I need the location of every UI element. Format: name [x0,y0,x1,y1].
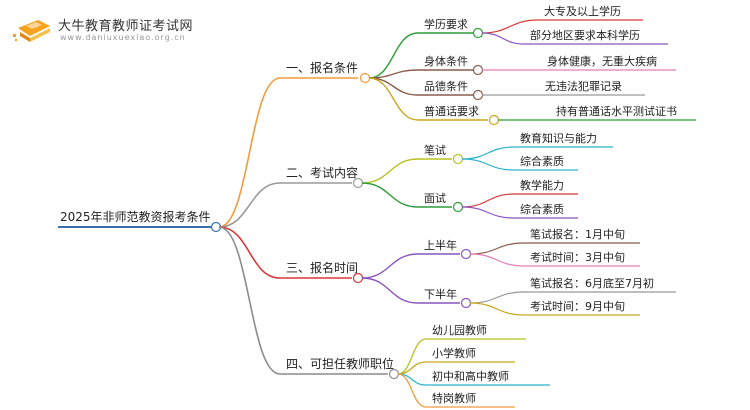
leaf-connector [461,206,515,219]
site-logo [12,12,58,46]
sub-branch-label[interactable]: 普通话要求 [424,104,479,118]
root-node-label[interactable]: 2025年非师范教资报考条件 [60,209,211,224]
site-url: www.daniuxuexiao.org.cn [60,33,186,42]
sub-branch-label[interactable]: 品德条件 [424,79,468,93]
leaf-label[interactable]: 持有普通话水平测试证书 [556,104,677,118]
sub-branch-collapse-toggle[interactable] [452,201,464,213]
branch-connector [218,182,281,228]
leaf-connector [469,242,525,255]
branch-label[interactable]: 四、可担任教师职位 [286,356,394,371]
leaf-label[interactable]: 教育知识与能力 [520,131,597,145]
sub-branch-collapse-toggle[interactable] [472,89,484,101]
leaf-connector [469,291,525,304]
sub-branch-collapse-toggle[interactable] [472,64,484,76]
leaf-label[interactable]: 大专及以上学历 [544,4,621,18]
branch-collapse-toggle[interactable] [359,72,371,84]
sub-branch-collapse-toggle[interactable] [472,27,484,39]
sub-branch-collapse-toggle[interactable] [460,297,472,309]
sub-branch-connector [361,182,419,208]
leaf-label[interactable]: 考试时间：3月中旬 [530,251,625,264]
branch-connector [218,77,281,228]
sub-branch-connector [368,32,419,79]
branch-collapse-toggle[interactable] [388,368,400,380]
leaf-label[interactable]: 无违法犯罪记录 [545,79,622,93]
sub-branch: 普通话要求 持有普通话水平测试证书 [368,77,696,126]
leaf-label[interactable]: 考试时间：9月中旬 [530,300,625,313]
leaf-label[interactable]: 笔试报名：6月底至7月初 [530,276,654,290]
leaf-label[interactable]: 部分地区要求本科学历 [530,28,640,42]
branch-collapse-toggle[interactable] [352,272,364,284]
leaf-connector [397,373,427,408]
leaf-connector [461,146,515,160]
leaf-label[interactable]: 笔试报名：1月中旬 [530,227,625,241]
leaf-label[interactable]: 身体健康，无重大疾病 [547,54,657,68]
leaf-label[interactable]: 综合素质 [520,202,564,216]
leaf-connector [469,302,525,316]
sub-branch-connector [361,277,419,304]
leaf-connector [481,32,525,45]
leaf-label[interactable]: 小学教师 [432,346,476,360]
sub-branch-connector [361,253,419,279]
sub-branch-label[interactable]: 下半年 [424,287,457,301]
sub-branch-collapse-toggle[interactable] [460,248,472,260]
sub-branch-collapse-toggle[interactable] [488,114,500,126]
sub-branch: 品德条件 无违法犯罪记录 [368,77,645,101]
sub-branch-label[interactable]: 学历要求 [424,17,468,31]
leaf-label[interactable]: 教学能力 [520,178,564,192]
sub-branch-connector [368,77,419,96]
sub-branch-label[interactable]: 上半年 [424,238,457,252]
sub-branch-label[interactable]: 身体条件 [424,54,468,68]
leaf-label[interactable]: 特岗教师 [432,391,476,405]
book-logo-icon [13,20,50,42]
mindmap-root: 2025年非师范教资报考条件 一、报名条件 学历要求 大专及以上学历部分地区要求本科学… [58,4,696,408]
branch-label[interactable]: 三、报名时间 [286,260,358,275]
branch-label[interactable]: 一、报名条件 [286,60,358,75]
leaf-connector [469,253,525,267]
leaf-label[interactable]: 初中和高中教师 [432,369,509,383]
site-title: 大牛教育教师证考试网 [58,19,194,34]
branch-collapse-toggle[interactable] [352,177,364,189]
sub-branch-connector [368,77,419,121]
sub-branch-collapse-toggle[interactable] [452,153,464,165]
leaf-connector [461,193,515,208]
sub-branch-label[interactable]: 笔试 [424,143,446,157]
sub-branch-connector [361,158,419,184]
sub-branch: 身体条件 身体健康，无重大疾病 [368,54,676,79]
leaf-connector [397,338,427,375]
leaf-label[interactable]: 幼儿园教师 [432,324,487,337]
sub-branch-label[interactable]: 面试 [424,192,446,205]
branch-label[interactable]: 二、考试内容 [286,165,358,180]
leaf-label[interactable]: 综合素质 [520,154,564,168]
branch-connector [218,226,281,375]
leaf-connector [461,158,515,171]
branch-connector [218,226,281,279]
leaf-connector [481,19,539,34]
